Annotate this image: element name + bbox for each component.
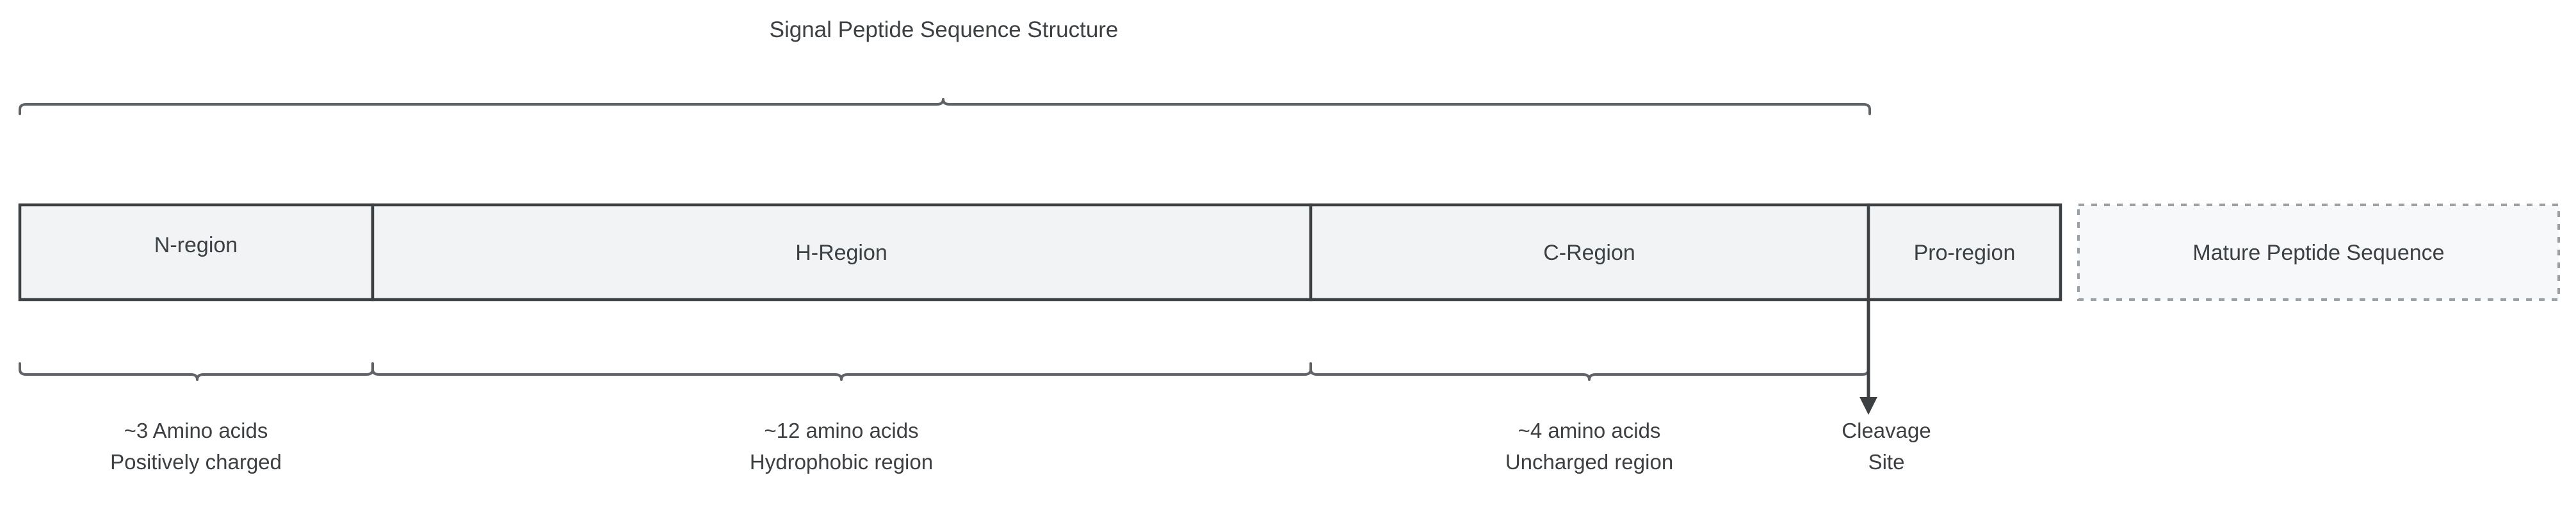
region-box-c-region[interactable]: C-Region: [1309, 203, 1870, 302]
page-title: Signal Peptide Sequence Structure: [770, 17, 1119, 42]
region-box-pro-region[interactable]: Pro-region: [1867, 203, 2062, 302]
region-box-n-region[interactable]: N-region: [18, 203, 375, 302]
signal-peptide-span-bracket: [19, 98, 1871, 115]
bracket-c-region: [1309, 362, 1870, 381]
region-label-c-region: C-Region: [1543, 241, 1635, 265]
cleavage-site-arrow: [1859, 300, 1877, 415]
region-boxes: N-region H-Region C-Region Pro-region Ma…: [18, 203, 2560, 302]
region-label-mature-region: Mature Peptide Sequence: [2192, 241, 2444, 265]
c-region-caption-line2: Uncharged region: [1505, 450, 1673, 474]
region-label-h-region: H-Region: [795, 241, 887, 265]
n-region-caption-line2: Positively charged: [110, 450, 282, 474]
bracket-h-region: [371, 362, 1312, 381]
bottom-brackets: [19, 362, 1870, 381]
region-label-pro-region: Pro-region: [1914, 241, 2016, 265]
region-box-mature-region[interactable]: Mature Peptide Sequence: [2077, 204, 2560, 301]
captions: ~3 Amino acids Positively charged ~12 am…: [110, 419, 1931, 474]
h-region-caption-line2: Hydrophobic region: [750, 450, 933, 474]
c-region-caption-line1: ~4 amino acids: [1518, 419, 1661, 442]
n-region-caption-line1: ~3 Amino acids: [124, 419, 268, 442]
bracket-n-region: [19, 362, 374, 381]
region-box-h-region[interactable]: H-Region: [371, 203, 1313, 302]
cleavage-site-label-line1: Cleavage: [1842, 419, 1931, 442]
region-label-n-region: N-region: [154, 233, 238, 257]
cleavage-site-label-line2: Site: [1868, 450, 1905, 474]
h-region-caption-line1: ~12 amino acids: [764, 419, 918, 442]
